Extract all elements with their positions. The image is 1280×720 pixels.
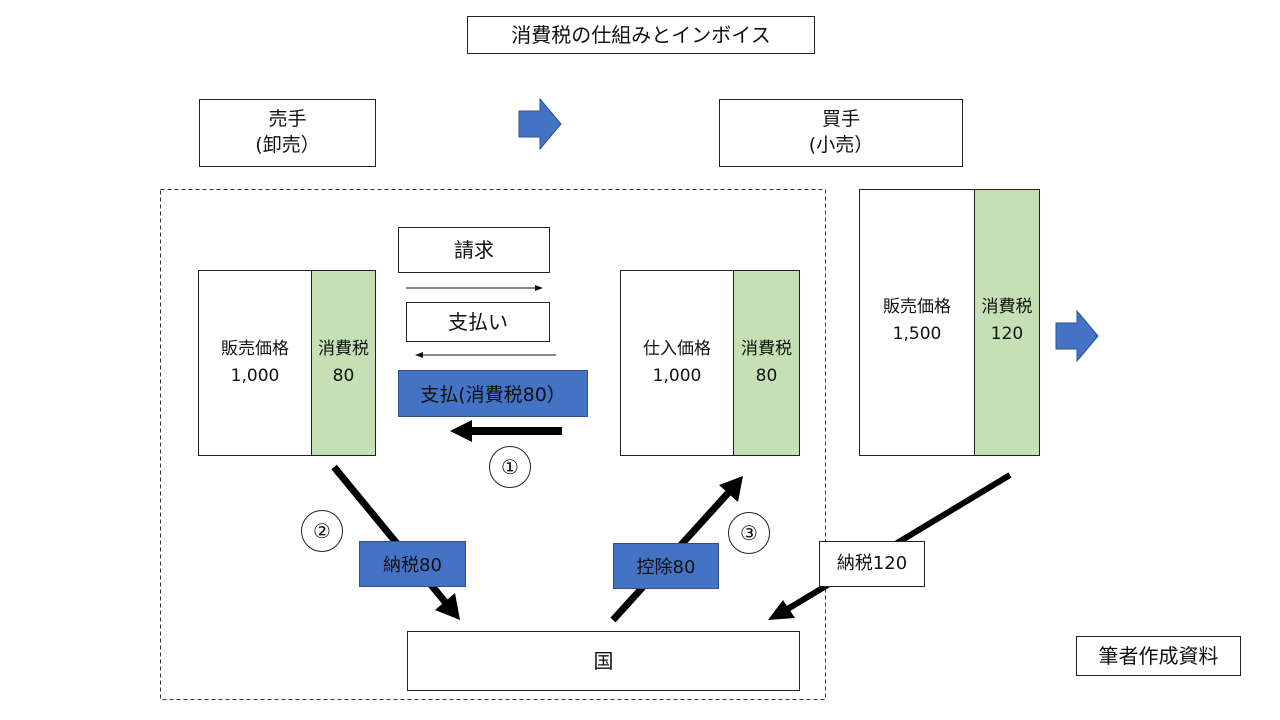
step-3-label: ③ — [740, 521, 758, 545]
sale-price-value: 1,500 — [892, 324, 942, 345]
purchase-tax-label: 消費税 — [741, 338, 792, 359]
purchase-price-cell: 仕入価格 1,000 — [621, 271, 733, 455]
tax-payment-box: 支払(消費税80） — [398, 370, 588, 417]
deduction-80-box: 控除80 — [613, 543, 719, 589]
purchase-price-label: 仕入価格 — [643, 338, 711, 359]
seller-price-value: 1,000 — [230, 366, 280, 386]
buyer-type: (小売） — [808, 134, 874, 156]
seller-to-buyer-block-arrow — [518, 97, 562, 151]
diagram-title-text: 消費税の仕組みとインボイス — [511, 22, 771, 47]
credit-box: 筆者作成資料 — [1076, 636, 1241, 676]
purchase-tax-value: 80 — [755, 366, 778, 386]
seller-price-cell: 販売価格 1,000 — [199, 271, 311, 455]
buyer-purchase-table: 仕入価格 1,000 消費税 80 — [620, 270, 800, 456]
buyer-label: 買手 — [821, 108, 860, 131]
diagram-title: 消費税の仕組みとインボイス — [467, 16, 815, 54]
step-1-marker: ① — [489, 446, 531, 488]
purchase-price-value: 1,000 — [652, 366, 702, 386]
seller-box: 売手 (卸売） — [199, 99, 376, 167]
step-2-label: ② — [313, 519, 331, 543]
onward-sale-block-arrow — [1055, 309, 1099, 363]
payment-label: 支払い — [448, 309, 508, 334]
invoice-label: 請求 — [454, 237, 494, 262]
country-label: 国 — [593, 648, 614, 673]
seller-price-table: 販売価格 1,000 消費税 80 — [198, 270, 376, 456]
deduction-80-label: 控除80 — [636, 557, 696, 578]
seller-tax-cell: 消費税 80 — [311, 271, 375, 455]
credit-label: 筆者作成資料 — [1098, 643, 1219, 668]
sale-tax-cell: 消費税 120 — [974, 190, 1039, 455]
step-3-marker: ③ — [728, 512, 770, 554]
seller-price-label: 販売価格 — [221, 338, 289, 359]
payment-box: 支払い — [406, 302, 550, 342]
tax-paid-80-box: 納税80 — [359, 541, 466, 587]
step-1-label: ① — [501, 455, 519, 479]
tax-paid-120-box: 納税120 — [819, 541, 925, 587]
transaction-region — [160, 189, 826, 700]
tax-payment-arrow — [450, 420, 562, 442]
sale-tax-value: 120 — [990, 324, 1024, 345]
sale-price-cell: 販売価格 1,500 — [860, 190, 974, 455]
purchase-tax-cell: 消費税 80 — [733, 271, 799, 455]
country-box: 国 — [407, 631, 800, 691]
sale-tax-label: 消費税 — [981, 297, 1033, 317]
invoice-box: 請求 — [398, 227, 550, 273]
sale-price-label: 販売価格 — [883, 297, 951, 317]
step-2-marker: ② — [301, 510, 343, 552]
seller-label: 売手 — [268, 108, 307, 131]
tax-paid-120-label: 納税120 — [836, 552, 908, 574]
tax-paid-80-label: 納税80 — [383, 555, 442, 576]
seller-tax-label: 消費税 — [318, 338, 369, 359]
seller-type: (卸売） — [255, 134, 320, 156]
buyer-sale-table: 販売価格 1,500 消費税 120 — [859, 189, 1040, 456]
buyer-box: 買手 (小売） — [719, 99, 963, 167]
tax-payment-label: 支払(消費税80） — [420, 384, 566, 406]
seller-tax-value: 80 — [332, 366, 355, 386]
